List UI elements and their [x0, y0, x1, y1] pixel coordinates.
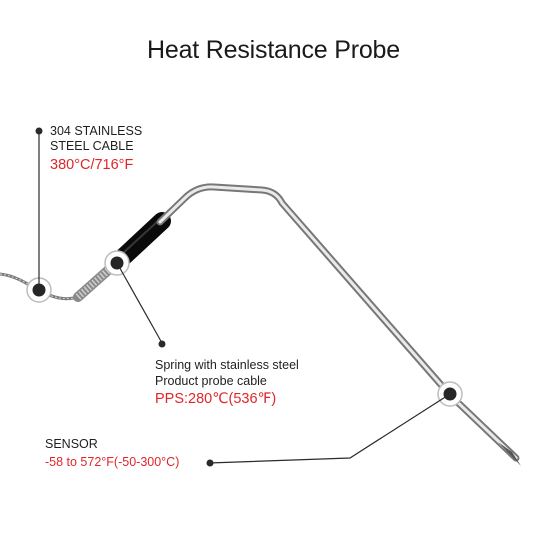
cable-label-line2: STEEL CABLE: [50, 139, 134, 153]
cable-temp-rating: 380°C/716°F: [50, 157, 134, 173]
probe-shaft: [156, 183, 521, 466]
sensor-label: SENSOR: [45, 437, 98, 451]
cable-bullet: [35, 127, 43, 135]
spring-label-line1: Spring with stainless steel: [155, 358, 299, 372]
page-title: Heat Resistance Probe: [147, 36, 400, 64]
sensor-bullet: [206, 459, 214, 467]
spring-temp-rating: PPS:280℃(536℉): [155, 391, 277, 407]
sensor-leader-line: [208, 393, 451, 464]
spring-label-line2: Product probe cable: [155, 374, 267, 388]
spring-bullet: [158, 340, 166, 348]
spring-leader-line: [116, 262, 163, 344]
cable-label-line1: 304 STAINLESS: [50, 124, 143, 138]
sensor-temp-range: -58 to 572°F(-50-300°C): [45, 455, 180, 469]
